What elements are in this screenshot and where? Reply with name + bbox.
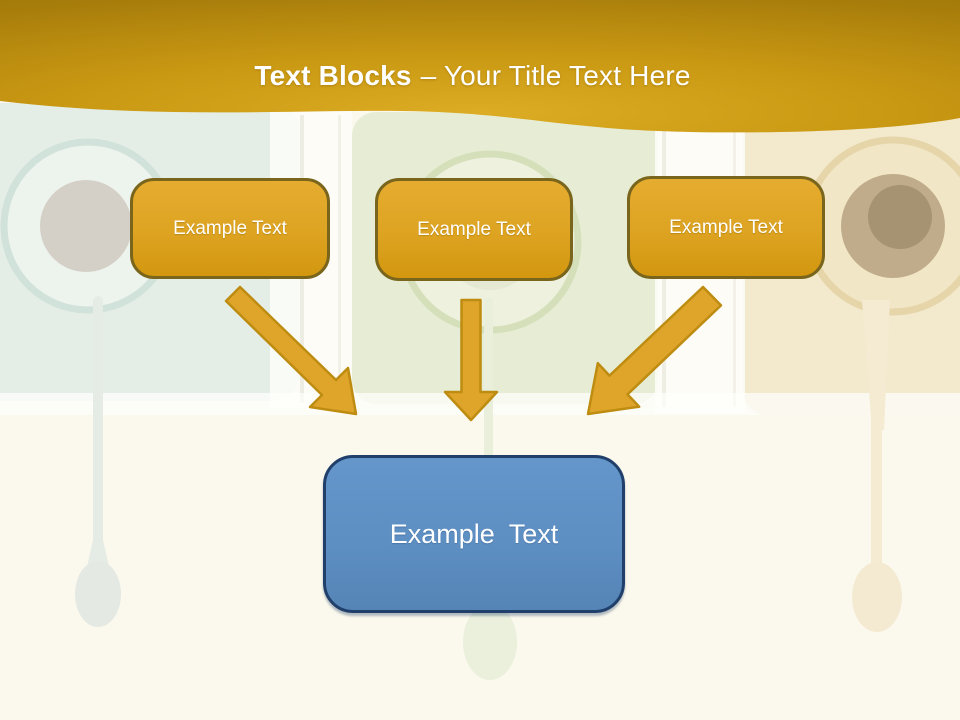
arrow-top-right-to-center[interactable]	[586, 285, 723, 416]
jar-opening-dark	[868, 185, 932, 249]
arrow-top-left-to-center[interactable]	[224, 285, 358, 416]
drip-drop	[75, 561, 121, 627]
drip-drop	[852, 562, 902, 632]
slide-title[interactable]: Text Blocks – Your Title Text Here	[0, 54, 945, 98]
paint-drip-amber	[852, 300, 902, 632]
paint-drip-green	[463, 298, 517, 680]
header-band-shape	[0, 0, 960, 133]
arrow-top-center-to-center[interactable]	[443, 298, 499, 422]
drip-neck	[862, 300, 890, 430]
jar-opening	[40, 180, 132, 272]
slide-title-bold: Text Blocks	[254, 60, 412, 91]
text-block-top-right[interactable]: Example Text	[627, 176, 825, 279]
text-block-label: Example Text	[173, 217, 287, 239]
text-block-center[interactable]: Example Text	[323, 455, 625, 613]
glass-edge	[338, 115, 341, 403]
slide-title-rest: – Your Title Text Here	[420, 60, 691, 91]
text-block-top-left[interactable]: Example Text	[130, 178, 330, 279]
drip-stream	[484, 298, 493, 468]
text-block-label: Example Text	[389, 518, 559, 549]
drip-stream	[871, 400, 882, 572]
drip-drop	[463, 604, 517, 680]
header-band	[0, 0, 960, 133]
paint-drip-teal	[75, 296, 121, 627]
text-block-label: Example Text	[417, 218, 531, 240]
text-block-top-center[interactable]: Example Text	[375, 178, 573, 281]
text-block-label: Example Text	[669, 216, 783, 238]
drip-stream	[93, 296, 103, 558]
